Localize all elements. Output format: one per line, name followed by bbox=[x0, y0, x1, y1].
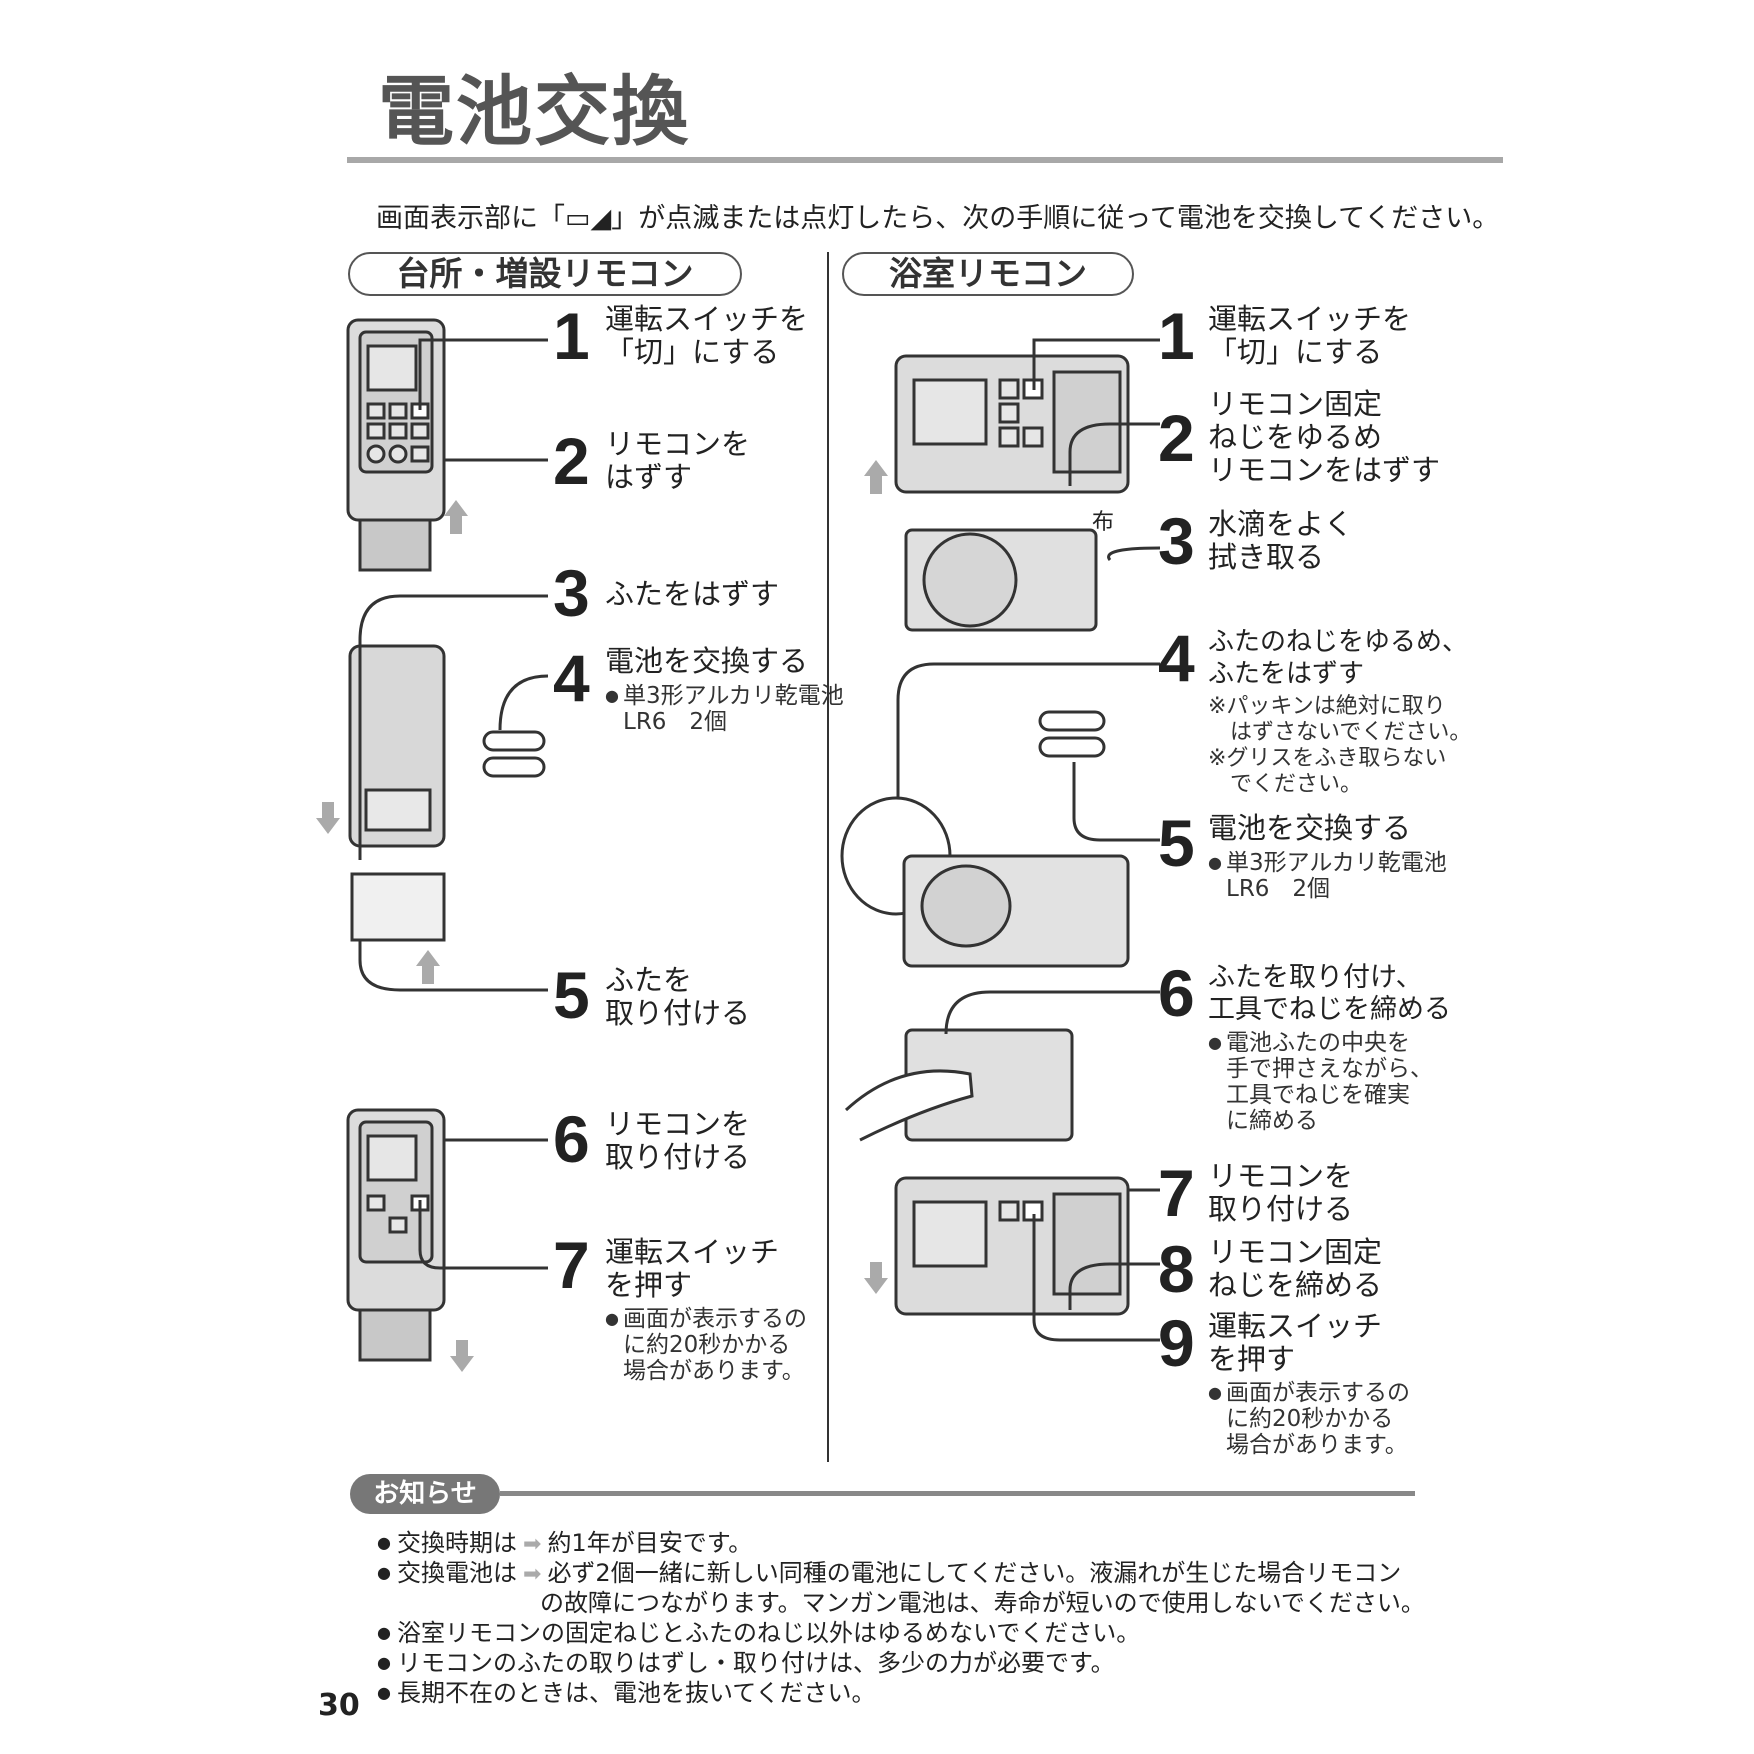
left-step-2-number: 2 bbox=[553, 424, 590, 498]
bath-battery-icon bbox=[1038, 710, 1106, 758]
left-step-7-number: 7 bbox=[553, 1228, 590, 1302]
bath-screw-illustration bbox=[844, 1028, 1074, 1142]
right-step-5-number: 5 bbox=[1158, 806, 1195, 880]
left-step-1-number: 1 bbox=[553, 299, 590, 373]
right-section-heading: 浴室リモコン bbox=[842, 252, 1134, 296]
cloth-label: 布 bbox=[1092, 510, 1115, 535]
notice-item-5: ●長期不在のときは、電池を抜いてください。 bbox=[377, 1679, 876, 1707]
left-step-2-text: リモコンを はずす bbox=[605, 427, 751, 494]
notice-item-1: ●交換時期は➡約1年が目安です。 bbox=[377, 1528, 752, 1560]
right-step-8-text: リモコン固定 ねじを締める bbox=[1208, 1235, 1383, 1302]
left-section-heading: 台所・増設リモコン bbox=[348, 252, 742, 296]
right-step-2-number: 2 bbox=[1158, 401, 1195, 475]
notice-item-1-text: 約1年が目安です。 bbox=[547, 1529, 753, 1557]
notice-item-2-text: 必ず2個一緒に新しい同種の電池にしてください。液漏れが生じた場合リモコン bbox=[547, 1559, 1402, 1587]
right-step-6-text: ふたを取り付け、 工具でねじを締める bbox=[1208, 962, 1451, 1025]
right-step-3-text: 水滴をよく 拭き取る bbox=[1208, 507, 1354, 574]
left-step-7-note: 画面が表示するの に約20秒かかる 場合があります。 bbox=[605, 1306, 807, 1384]
bath-lid-illustration bbox=[840, 796, 1130, 968]
left-step-6-text: リモコンを 取り付ける bbox=[605, 1107, 751, 1174]
notice-item-1-label: 交換時期は bbox=[397, 1529, 517, 1557]
notice-item-3-text: 浴室リモコンの固定ねじとふたのねじ以外はゆるめないでください。 bbox=[397, 1619, 1141, 1647]
page-title: 電池交換 bbox=[378, 67, 690, 156]
right-step-6-note: 電池ふたの中央を 手で押さえながら、 工具でねじを確実 に締める bbox=[1208, 1030, 1433, 1134]
right-step-9-number: 9 bbox=[1158, 1306, 1195, 1380]
column-divider bbox=[827, 252, 829, 1462]
bath-remote-open-illustration bbox=[904, 528, 1098, 632]
bath-remote-illustration-bottom bbox=[894, 1176, 1130, 1316]
remote-illustration-top bbox=[346, 318, 446, 572]
right-step-5-note: 単3形アルカリ乾電池 LR6 2個 bbox=[1208, 850, 1447, 902]
left-step-3-text: ふたをはずす bbox=[605, 577, 780, 611]
right-step-1-number: 1 bbox=[1158, 299, 1195, 373]
left-step-4-text: 電池を交換する bbox=[605, 644, 809, 678]
right-step-4-note: ※パッキンは絶対に取り はずさないでください。 ※グリスをふき取らない でくださ… bbox=[1208, 694, 1472, 797]
notice-item-5-text: 長期不在のときは、電池を抜いてください。 bbox=[397, 1679, 876, 1707]
notice-item-4: ●リモコンのふたの取りはずし・取り付けは、多少の力が必要です。 bbox=[377, 1649, 1115, 1677]
arrow-right-icon: ➡ bbox=[523, 1562, 542, 1587]
notice-item-3: ●浴室リモコンの固定ねじとふたのねじ以外はゆるめないでください。 bbox=[377, 1619, 1141, 1647]
battery-icon bbox=[482, 730, 546, 778]
intro-text: 画面表示部に「▭◢」が点滅または点灯したら、次の手順に従って電池を交換してくださ… bbox=[376, 203, 1500, 234]
left-step-1-text: 運転スイッチを 「切」にする bbox=[605, 302, 809, 369]
right-step-8-number: 8 bbox=[1158, 1232, 1195, 1306]
right-step-4-text: ふたのねじをゆるめ、 ふたをはずす bbox=[1208, 627, 1469, 689]
right-step-9-text: 運転スイッチ を押す bbox=[1208, 1309, 1383, 1376]
arrow-right-icon: ➡ bbox=[523, 1532, 542, 1557]
notice-item-4-text: リモコンのふたの取りはずし・取り付けは、多少の力が必要です。 bbox=[397, 1649, 1115, 1677]
notice-label: お知らせ bbox=[350, 1474, 500, 1514]
notice-item-2: ●交換電池は➡必ず2個一緒に新しい同種の電池にしてください。液漏れが生じた場合リ… bbox=[377, 1558, 1401, 1590]
left-step-5-text: ふたを 取り付ける bbox=[605, 963, 751, 1030]
right-step-1-text: 運転スイッチを 「切」にする bbox=[1208, 302, 1412, 369]
notice-item-2-continued: の故障につながります。マンガン電池は、寿命が短いので使用しないでください。 bbox=[540, 1589, 1425, 1617]
right-step-4-number: 4 bbox=[1158, 621, 1195, 695]
remote-illustration-bottom bbox=[346, 1108, 446, 1362]
right-step-9-note: 画面が表示するの に約20秒かかる 場合があります。 bbox=[1208, 1380, 1410, 1458]
bath-remote-illustration-top bbox=[894, 354, 1130, 494]
left-step-3-number: 3 bbox=[553, 556, 590, 630]
right-step-7-number: 7 bbox=[1158, 1156, 1195, 1230]
left-step-4-note: 単3形アルカリ乾電池 LR6 2個 bbox=[605, 683, 844, 735]
notice-item-2-label: 交換電池は bbox=[397, 1559, 517, 1587]
title-divider bbox=[347, 157, 1503, 163]
left-step-5-number: 5 bbox=[553, 958, 590, 1032]
left-step-7-text: 運転スイッチ を押す bbox=[605, 1235, 780, 1302]
remote-battery-illustration bbox=[348, 644, 446, 942]
left-step-6-number: 6 bbox=[553, 1102, 590, 1176]
notice-divider bbox=[500, 1491, 1415, 1496]
right-step-3-number: 3 bbox=[1158, 504, 1195, 578]
right-step-6-number: 6 bbox=[1158, 956, 1195, 1030]
right-step-5-text: 電池を交換する bbox=[1208, 811, 1412, 845]
right-step-2-text: リモコン固定 ねじをゆるめ リモコンをはずす bbox=[1208, 387, 1441, 487]
page-number: 30 bbox=[318, 1688, 360, 1723]
right-step-7-text: リモコンを 取り付ける bbox=[1208, 1159, 1354, 1226]
left-step-4-number: 4 bbox=[553, 641, 590, 715]
